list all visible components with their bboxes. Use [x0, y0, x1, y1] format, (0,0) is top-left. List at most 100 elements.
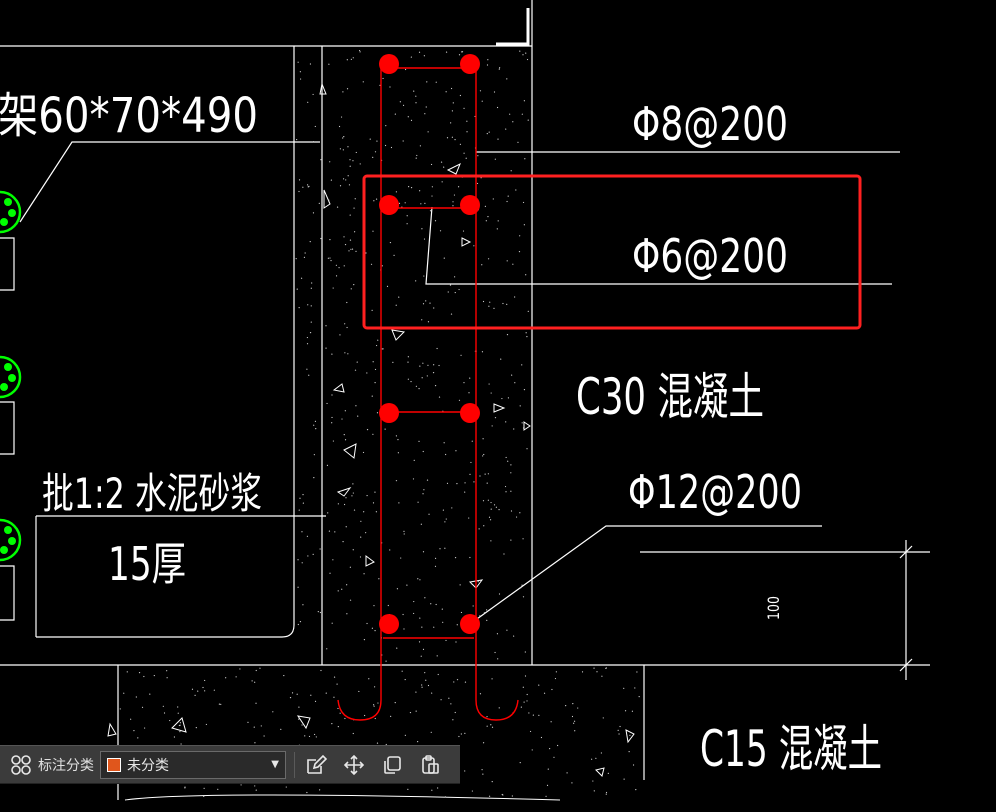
- rebar-point: [460, 614, 480, 634]
- paste-icon[interactable]: [417, 752, 443, 778]
- hatch-dot: [460, 354, 462, 356]
- mortar-note-label[interactable]: 批1:2 水泥砂浆: [42, 469, 262, 518]
- hatch-dot: [410, 56, 412, 58]
- hatch-dot: [513, 428, 515, 430]
- hatch-dot: [390, 715, 392, 717]
- hatch-dot: [489, 301, 491, 303]
- hatch-dot: [438, 396, 441, 398]
- hatch-dot: [438, 364, 440, 367]
- hatch-dot: [169, 719, 171, 722]
- hatch-dot: [247, 721, 249, 723]
- hatch-dot: [458, 399, 461, 401]
- hatch-dot: [123, 692, 125, 694]
- highlight-box[interactable]: [362, 174, 862, 330]
- hatch-dot: [366, 372, 368, 374]
- hatch-dot: [410, 380, 412, 383]
- hatch-dot: [402, 613, 404, 616]
- hatch-dot: [524, 651, 526, 653]
- hatch-dot: [298, 509, 300, 511]
- hatch-dot: [571, 782, 573, 784]
- hatch-dot: [629, 734, 631, 736]
- hatch-dot: [213, 689, 215, 691]
- hatch-dot: [434, 385, 437, 387]
- hatch-dot: [478, 528, 480, 530]
- hatch-dot: [412, 478, 415, 480]
- hatch-dot: [430, 731, 432, 733]
- hatch-dot: [428, 513, 430, 515]
- grid-icon[interactable]: [8, 752, 34, 778]
- hatch-dot: [331, 353, 333, 355]
- hatch-dot: [398, 202, 401, 204]
- move-icon[interactable]: [341, 752, 367, 778]
- copy-icon[interactable]: [379, 752, 405, 778]
- hatch-dot: [218, 703, 221, 705]
- stirrup-top-label[interactable]: Φ8@200: [632, 97, 788, 151]
- hatch-dot: [488, 305, 490, 307]
- hatch-dot: [444, 547, 446, 549]
- hatch-dot: [344, 410, 346, 412]
- hatch-dot: [299, 497, 301, 499]
- hatch-dot: [450, 313, 453, 315]
- hatch-dot: [263, 735, 265, 737]
- hatch-dot: [452, 205, 454, 207]
- c15-concrete-label[interactable]: C15 混凝土: [700, 720, 882, 778]
- dimension-100-label[interactable]: 100: [764, 596, 783, 620]
- edit-icon[interactable]: [303, 752, 329, 778]
- hatch-dot: [343, 265, 345, 267]
- hatch-dot: [349, 599, 352, 601]
- hatch-dot: [505, 491, 507, 493]
- stirrup-mid-label[interactable]: Φ6@200: [632, 229, 788, 283]
- hatch-dot: [272, 711, 274, 713]
- hatch-dot: [350, 58, 352, 60]
- hatch-dot: [525, 52, 527, 54]
- rebar-points: [379, 54, 480, 634]
- hatch-dot: [527, 310, 529, 313]
- mortar-thickness-label[interactable]: 15厚: [108, 537, 186, 591]
- hatch-dot: [574, 730, 576, 732]
- hatch-dot: [526, 336, 528, 338]
- concrete-hatch: [107, 82, 635, 777]
- hatch-dot: [329, 238, 331, 241]
- hatch-dot: [307, 101, 309, 103]
- hatch-dot: [336, 206, 339, 208]
- hatch-dot: [309, 332, 312, 334]
- hatch-dot: [307, 304, 309, 306]
- hatch-dot: [488, 383, 490, 385]
- hatch-dot: [348, 184, 351, 186]
- hatch-dot: [581, 671, 584, 673]
- hatch-dot: [352, 549, 354, 551]
- hatch-dot: [255, 789, 257, 791]
- c30-concrete-label[interactable]: C30 混凝土: [576, 368, 764, 426]
- hatch-dot: [355, 151, 357, 154]
- frame-spec-label[interactable]: 架60*70*490: [0, 88, 258, 144]
- category-select[interactable]: 未分类 ▼: [100, 750, 286, 779]
- hatch-dot: [346, 301, 348, 304]
- rebar-cage: [337, 64, 519, 721]
- hatch-dot: [400, 557, 402, 559]
- hatch-dot: [413, 459, 415, 461]
- hatch-dot: [390, 146, 393, 149]
- hatch-dot: [239, 668, 241, 670]
- structure-lines: [0, 0, 930, 801]
- hatch-dot: [389, 241, 392, 244]
- hatch-dot: [454, 276, 456, 278]
- hatch-dot: [371, 627, 373, 629]
- hatch-dot: [360, 520, 362, 522]
- hatch-dot: [295, 258, 297, 260]
- hatch-dot: [453, 681, 455, 683]
- hatch-dot: [285, 786, 287, 788]
- hatch-dot: [573, 720, 576, 722]
- hatch-dot: [514, 382, 516, 384]
- hatch-dot: [565, 705, 567, 707]
- hatch-dot: [358, 49, 361, 52]
- stirrup-bottom-label[interactable]: Φ12@200: [628, 465, 802, 519]
- hatch-dot: [466, 131, 468, 133]
- hatch-dot: [523, 701, 525, 703]
- hatch-dot: [486, 482, 488, 484]
- hatch-dot: [461, 51, 463, 53]
- hatch-dot: [419, 579, 421, 581]
- hatch-dot: [484, 473, 486, 475]
- hatch-dot: [463, 382, 465, 384]
- hatch-dot: [415, 385, 417, 387]
